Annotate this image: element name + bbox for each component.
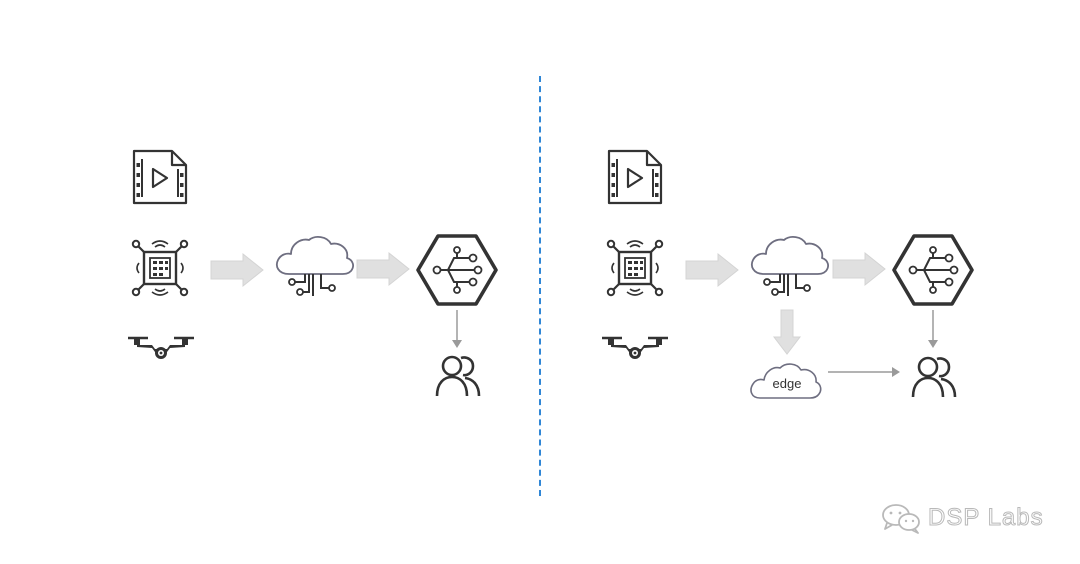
arrow-edge-to-users	[828, 367, 900, 377]
arrow-to-cloud	[685, 253, 739, 287]
watermark-text: DSP Labs	[928, 504, 1044, 532]
video-file-icon	[607, 149, 663, 205]
arrow-ai-to-users	[928, 310, 938, 348]
edge-cloud: edge	[750, 363, 822, 399]
cloud-icon	[750, 235, 830, 297]
arrow-to-ai	[356, 252, 410, 286]
iot-chip-icon	[606, 239, 664, 297]
iot-chip-icon	[131, 239, 189, 297]
drone-icon	[600, 336, 670, 361]
arrow-to-ai	[832, 252, 886, 286]
edge-label: edge	[773, 376, 802, 391]
cloud-icon	[275, 235, 355, 297]
drone-icon	[126, 336, 196, 361]
users-icon	[911, 356, 957, 399]
ai-hex-icon	[416, 234, 498, 306]
arrow-to-cloud	[210, 253, 264, 287]
watermark: DSP Labs	[880, 502, 1044, 534]
arrow-cloud-to-edge	[772, 309, 802, 355]
ai-hex-icon	[892, 234, 974, 306]
panel-divider	[539, 76, 541, 496]
video-file-icon	[132, 149, 188, 205]
arrow-ai-to-users	[452, 310, 462, 348]
users-icon	[435, 355, 481, 398]
wechat-icon	[882, 504, 920, 534]
